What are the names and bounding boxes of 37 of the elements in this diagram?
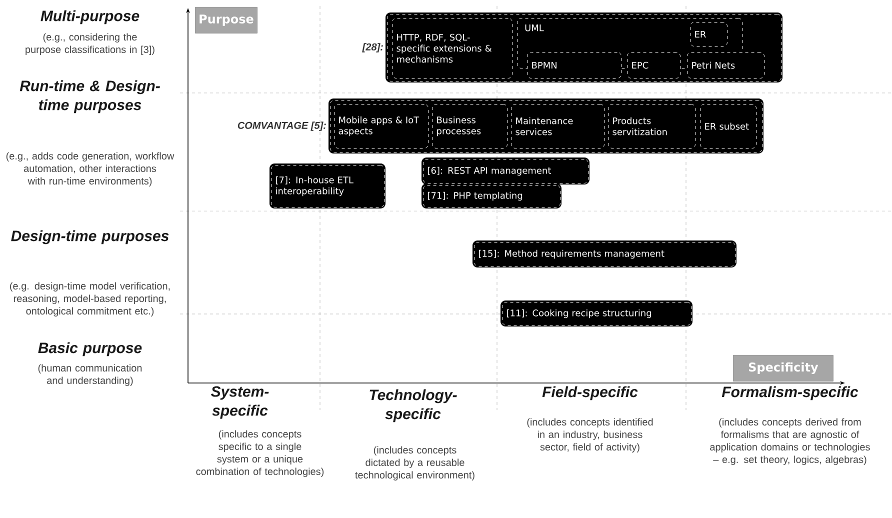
category-heading: Technology-specific xyxy=(370,389,457,422)
category-description: (e.g. design-time model verification, reasoning, model-based reporting, ontological commitment etc.) xyxy=(10,282,170,316)
category-heading: Field-specific xyxy=(542,386,638,400)
concept-box: [6]: REST API management xyxy=(422,158,590,184)
concept-box: [71]: PHP templating xyxy=(422,184,562,208)
category-description: (e.g., considering the purpose classifications in [3]) xyxy=(26,33,154,55)
category-description: (includes concepts specific to a single system or a unique combination of technologies) xyxy=(196,430,324,477)
axis-title: Purpose xyxy=(195,7,258,34)
concept-box: [11]: Cooking recipe structuring xyxy=(500,300,692,326)
category-heading: Basic purpose xyxy=(38,342,142,356)
category-description: (e.g., adds code generation, workflow automation, other interactions with run-time environments) xyxy=(6,152,174,186)
node-label: [6]: REST API management xyxy=(428,166,551,176)
axis-title: Specificity xyxy=(733,355,834,382)
concept-box: ER subset xyxy=(700,104,756,148)
category-heading: System-specific xyxy=(211,386,269,419)
category-description: (includes concepts identified in an industry, business sector, field of activity) xyxy=(527,418,653,452)
concept-box: BPMN xyxy=(527,52,622,78)
concept-box: Business processes xyxy=(432,104,508,148)
category-description: (human communication and understanding) xyxy=(38,364,142,386)
concept-box: Maintenance services xyxy=(511,104,604,148)
category-description: (includes concepts dictated by a reusable technological environment) xyxy=(355,446,474,480)
concept-box: Mobile apps & IoT aspects xyxy=(334,104,428,148)
concept-box: ER xyxy=(690,22,728,46)
category-heading: Run-time & Design-time purposes xyxy=(20,80,160,114)
category-heading: Formalism-specific xyxy=(722,386,858,400)
concept-box: Petri Nets xyxy=(687,52,764,78)
node-label: [71]: PHP templating xyxy=(428,192,522,201)
concept-box: HTTP, RDF, SQL-specific extensions & mechanisms xyxy=(392,18,512,78)
concept-box: [7]: In-house ETL interoperability xyxy=(270,164,386,208)
concept-box: EPC xyxy=(627,52,680,78)
node-label: [28]: xyxy=(362,43,383,52)
node-label: COMVANTAGE [5]: xyxy=(238,122,326,131)
category-heading: Multi-purpose xyxy=(40,10,140,24)
category-heading: Design-time purposes xyxy=(11,230,169,244)
category-description: (includes concepts derived from formalisms that are agnostic of application domains or technologies – e.g. set theory, logics, algebras) xyxy=(710,418,870,465)
concept-box: Products servitization xyxy=(608,104,696,148)
concept-box: [15]: Method requirements management xyxy=(472,240,736,268)
